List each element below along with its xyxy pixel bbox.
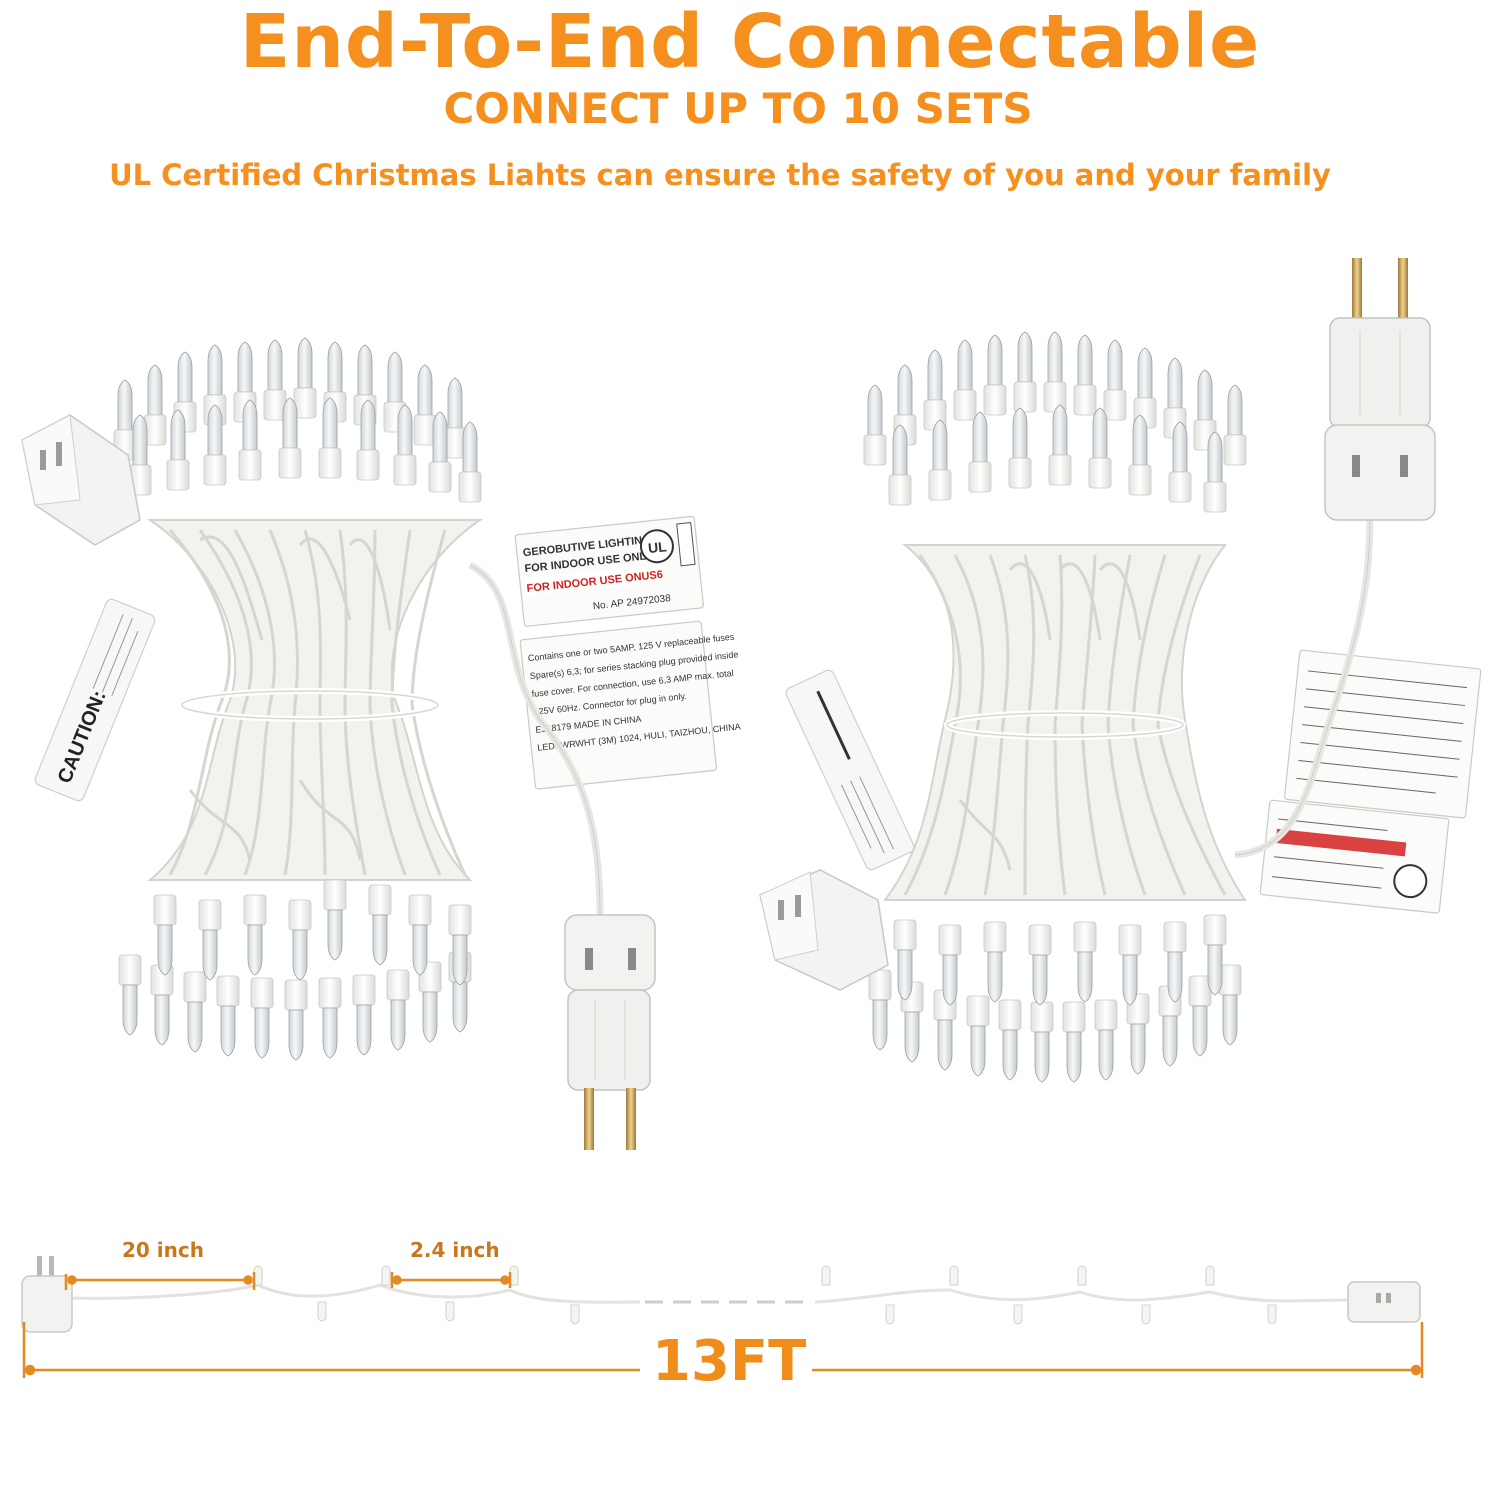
ul-mark-icon	[1393, 864, 1428, 899]
total-length-arrow	[22, 1322, 1424, 1378]
plug-icon	[21, 1256, 73, 1333]
spec-label-mirrored	[1284, 649, 1482, 819]
page-title: End-To-End Connectable	[239, 0, 1261, 85]
plug-icon	[1324, 258, 1436, 521]
dimension-arrow-icon	[64, 1272, 256, 1290]
strand-diagram	[21, 1256, 1424, 1378]
total-length-label: 13FT	[652, 1329, 807, 1394]
svg-text:UL: UL	[647, 538, 668, 556]
socket-icon	[759, 869, 889, 991]
bulb-spacing-label: 20 inch	[122, 1238, 204, 1262]
caution-tag: CAUTION:	[34, 598, 156, 802]
right-light-coil	[759, 258, 1482, 1083]
ul-mark-icon: UL	[639, 529, 674, 564]
lead-length-label: 2.4 inch	[410, 1238, 500, 1262]
plug-icon	[564, 914, 656, 1150]
left-light-coil: CAUTION: GEROBUTIVE LIGHTING FOR INDOOR …	[21, 337, 741, 1150]
ul-label: GEROBUTIVE LIGHTING FOR INDOOR USE ONLY …	[514, 515, 704, 627]
socket-icon	[21, 414, 141, 546]
tagline: UL Certified Christmas Liahts can ensure…	[109, 158, 1331, 192]
subtitle: CONNECT UP TO 10 SETS	[443, 84, 1033, 133]
ul-label-mirrored	[1259, 799, 1450, 914]
spec-label: Contains one or two 5AMP, 125 V replacea…	[519, 620, 741, 790]
caution-tag-mirrored	[785, 669, 915, 871]
socket-icon	[1347, 1281, 1421, 1323]
dimension-arrow-icon	[390, 1272, 512, 1288]
